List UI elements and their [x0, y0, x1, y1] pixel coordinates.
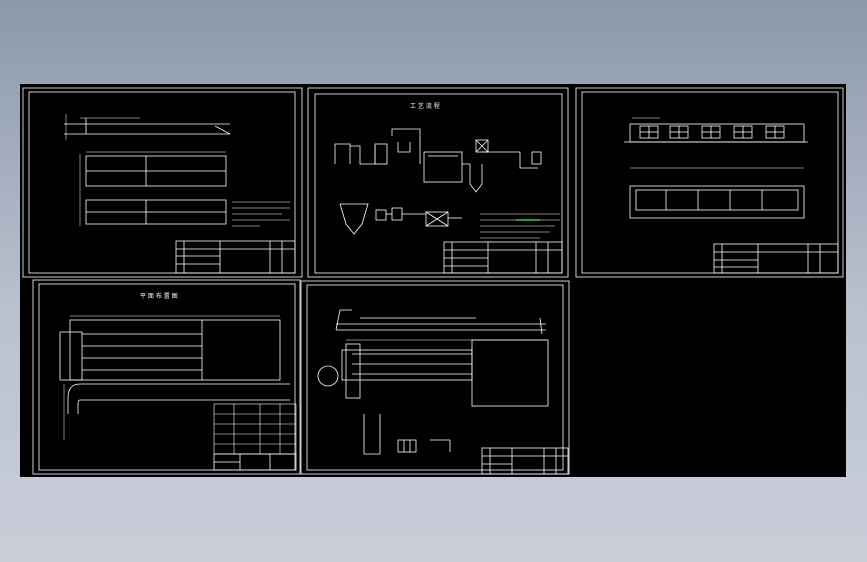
sheet-1[interactable] — [22, 87, 303, 278]
sheet-4-plan-layout — [59, 315, 290, 440]
sheet-3-title-block — [713, 243, 839, 274]
sheet-2-inner-frame — [314, 93, 563, 274]
sheet-5[interactable] — [300, 280, 570, 475]
sheet-5-title-block — [481, 447, 569, 475]
sheet-1-inner-frame — [28, 91, 296, 274]
sheet-1-outer-frame — [22, 87, 303, 278]
sheet-4-title-block — [213, 453, 297, 471]
sheet-5-section-view — [335, 309, 546, 335]
cad-drawing: 工 艺 流 程 平 面 布 置 图 — [22, 87, 844, 475]
cad-model-space[interactable]: 工 艺 流 程 平 面 布 置 图 — [20, 84, 846, 477]
sheet-2-annotation-notes — [480, 213, 560, 239]
sheet-4-heading: 平 面 布 置 图 — [140, 292, 178, 300]
sheet-3-inner-frame — [581, 91, 839, 274]
sheet-5-detail-views — [363, 414, 451, 455]
sheet-4-equipment-table — [213, 403, 297, 455]
sheet-1-plan-view — [79, 151, 227, 226]
sheet-4-inner-frame — [38, 283, 296, 471]
sheet-5-inner-frame — [306, 284, 564, 471]
sheet-2-title-block — [443, 241, 563, 274]
sheet-2[interactable] — [307, 87, 569, 278]
sheet-2-outer-frame — [307, 87, 569, 278]
sheet-5-plan-view — [317, 339, 549, 407]
sheet-3-plan-view — [629, 167, 805, 219]
sheet-4-outer-frame — [32, 279, 301, 475]
sheet-1-notes — [232, 201, 290, 227]
sheet-5-outer-frame — [300, 280, 570, 475]
sheet-3[interactable] — [575, 87, 844, 278]
sheet-3-elevation-view — [624, 117, 808, 143]
sheet-1-section-view — [64, 114, 231, 140]
sheet-4[interactable] — [32, 279, 301, 475]
sheet-3-outer-frame — [575, 87, 844, 278]
sheet-1-title-block — [175, 240, 296, 274]
sheet-2-flow-diagram — [334, 128, 542, 235]
sheet-2-heading: 工 艺 流 程 — [410, 102, 440, 110]
